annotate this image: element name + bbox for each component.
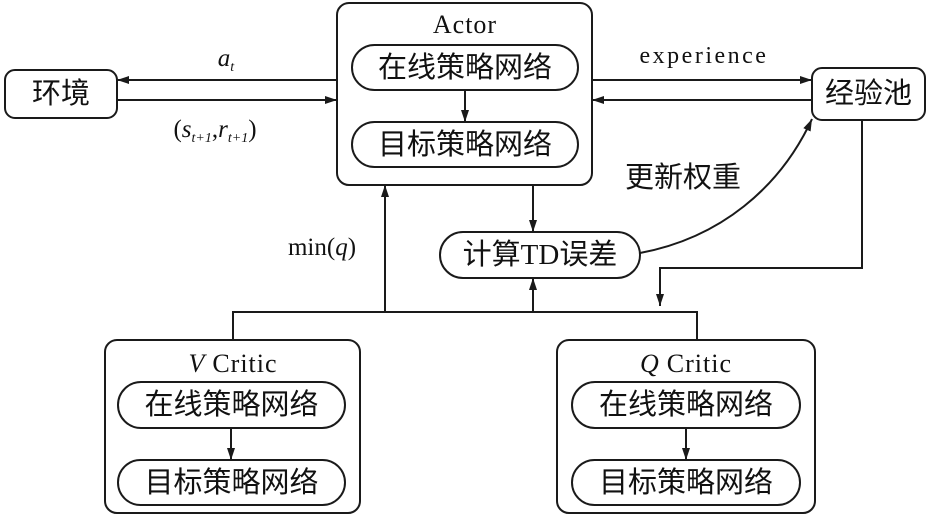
- observation-comma: ,: [212, 116, 218, 143]
- observation-open-paren: (: [173, 116, 181, 143]
- td-error-node: 计算TD误差: [439, 231, 641, 279]
- replay-buffer-node: 经验池: [811, 67, 926, 121]
- v-critic-title-text: Critic: [212, 349, 277, 378]
- q-critic-title-symbol: Q: [640, 349, 660, 378]
- action-symbol: a: [218, 45, 231, 72]
- replay-buffer-label: 经验池: [825, 77, 912, 110]
- min-q-open-paren: (: [327, 234, 335, 261]
- observation-label: (st+1,rt+1): [173, 116, 256, 146]
- td-error-label: 计算TD误差: [463, 238, 618, 271]
- q-critic-title-text: Critic: [667, 349, 732, 378]
- v-critic-target-net-pill: [117, 459, 346, 506]
- actor-target-net-pill: [351, 121, 579, 168]
- actor-title: Actor: [433, 10, 497, 39]
- environment-box: [4, 69, 118, 119]
- q-critic-target-net-label: 目标策略网络: [599, 466, 773, 499]
- min-q-func: min: [288, 234, 327, 261]
- min-q-label: min(q): [288, 234, 356, 261]
- actor-online-net-label: 在线策略网络: [378, 51, 552, 84]
- td-error-pill: [439, 231, 641, 279]
- observation-reward-subscript: t+1: [228, 131, 248, 146]
- v-critic-title-symbol: V: [188, 349, 207, 378]
- replay-buffer-box: [811, 67, 926, 121]
- update-weights-label: 更新权重: [625, 161, 741, 194]
- environment-node: 环境: [4, 69, 118, 119]
- actor-node: Actor 在线策略网络 目标策略网络: [336, 2, 593, 186]
- critic-bus-line: [232, 311, 698, 340]
- action-label: at: [218, 45, 236, 75]
- replay-buffer-to-critics-arrow: [656, 120, 863, 306]
- v-critic-online-net-label: 在线策略网络: [144, 388, 318, 421]
- observation-state: s: [182, 116, 192, 143]
- min-q-var: q: [335, 234, 348, 261]
- v-critic-target-net-label: 目标策略网络: [144, 466, 318, 499]
- environment-label: 环境: [32, 77, 90, 110]
- action-subscript: t: [230, 60, 235, 75]
- observation-state-subscript: t+1: [192, 131, 212, 146]
- observation-reward: r: [218, 116, 228, 143]
- td-error-to-replay-buffer-curve: [639, 118, 813, 254]
- min-q-close-paren: ): [348, 234, 356, 261]
- q-critic-online-net-label: 在线策略网络: [599, 388, 773, 421]
- q-critic-target-net-pill: [571, 459, 801, 506]
- experience-label: experience: [640, 43, 769, 69]
- observation-close-paren: ): [248, 116, 256, 143]
- actor-target-net-label: 目标策略网络: [378, 128, 552, 161]
